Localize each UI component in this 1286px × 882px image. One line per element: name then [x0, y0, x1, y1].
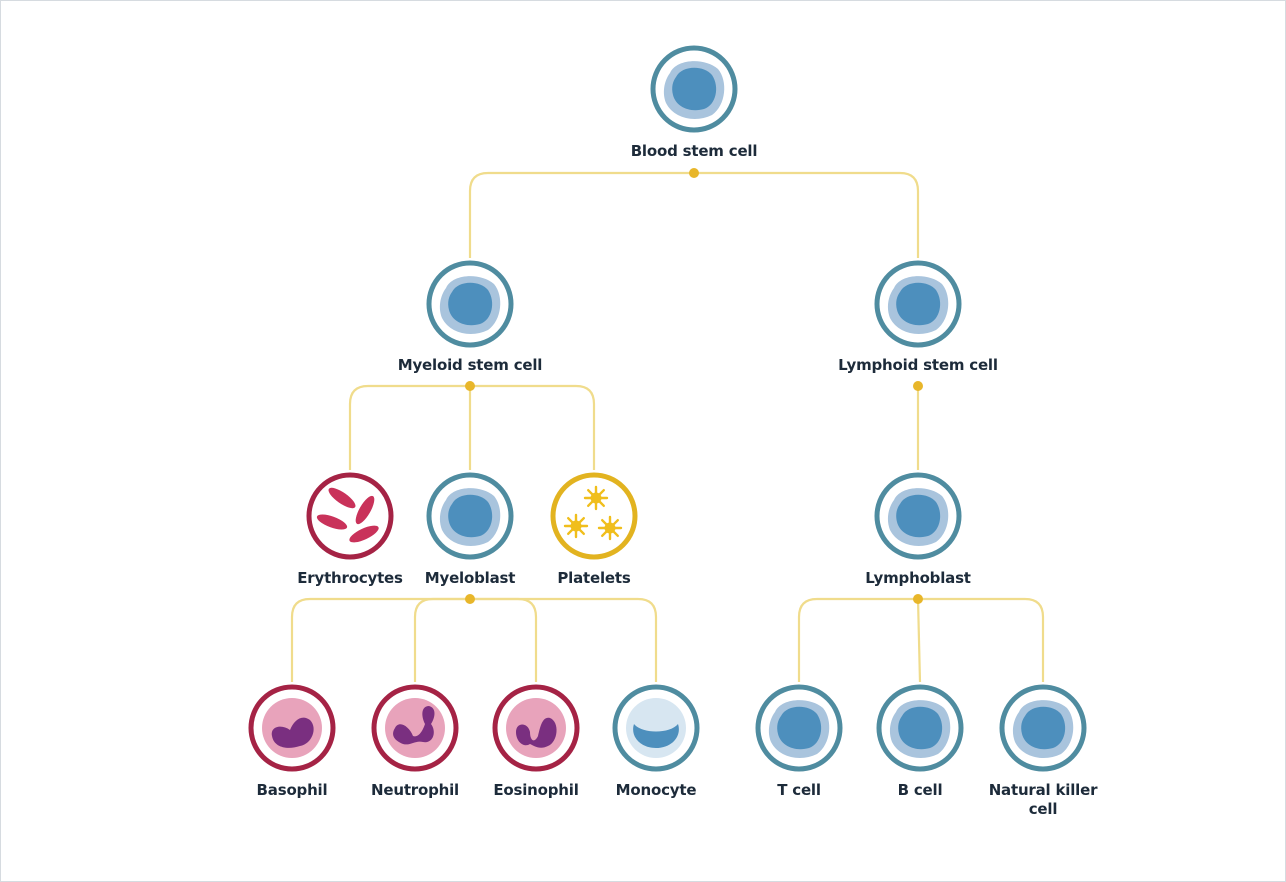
- myeloid-stem-cell-icon: [429, 263, 511, 345]
- basophil-label: Basophil: [256, 781, 328, 799]
- nk-cell-icon: [1002, 687, 1084, 769]
- eosinophil-icon: [495, 687, 577, 769]
- nucleus: [516, 717, 557, 748]
- connector-line: [918, 597, 1045, 682]
- junction-dot: [913, 594, 923, 604]
- platelet-core: [590, 492, 602, 504]
- platelet: [583, 485, 609, 511]
- connector-line: [290, 597, 470, 682]
- lymphoid-stem-cell-label: Lymphoid stem cell: [838, 356, 998, 374]
- connector-line: [470, 597, 658, 682]
- erythrocytes-icon: [306, 472, 394, 560]
- junction-dot: [689, 168, 699, 178]
- eosinophil-label: Eosinophil: [493, 781, 579, 799]
- cell-body: [758, 687, 840, 769]
- myeloid-stem-cell-label: Myeloid stem cell: [397, 356, 543, 374]
- erythrocytes-label: Erythrocytes: [297, 569, 403, 587]
- nk-cell-label: Natural killer cell: [988, 781, 1098, 818]
- lymphoid-stem-cell-icon: [877, 263, 959, 345]
- platelet: [597, 515, 623, 541]
- nucleus: [393, 706, 435, 745]
- cell-body: [653, 48, 735, 130]
- b-cell-icon: [879, 687, 961, 769]
- cell-body: [495, 687, 577, 769]
- connector-line: [468, 171, 694, 258]
- connector-lines: [290, 168, 1045, 683]
- b-cell-label: B cell: [897, 781, 943, 799]
- cell-nodes: [251, 48, 1084, 772]
- blood-stem-cell-icon: [653, 48, 735, 130]
- myeloblast-label: Myeloblast: [424, 569, 516, 587]
- nucleus: [633, 724, 679, 748]
- connector-line: [470, 384, 596, 470]
- cell-body: [1002, 687, 1084, 769]
- nucleus: [271, 717, 314, 748]
- cell-body: [877, 475, 959, 557]
- basophil-icon: [251, 687, 333, 769]
- monocyte-icon: [612, 684, 700, 772]
- cell-body: [429, 475, 511, 557]
- platelet-core: [570, 520, 582, 532]
- connector-line: [470, 597, 538, 682]
- blood-stem-cell-label: Blood stem cell: [630, 142, 758, 160]
- cell-body: [879, 687, 961, 769]
- cell-body: [374, 687, 456, 769]
- connector-line: [916, 598, 922, 683]
- platelet-core: [604, 522, 616, 534]
- junction-dot: [465, 381, 475, 391]
- platelet: [563, 513, 589, 539]
- junction-dot: [913, 381, 923, 391]
- neutrophil-label: Neutrophil: [371, 781, 459, 799]
- lymphoblast-label: Lymphoblast: [865, 569, 971, 587]
- junction-dot: [465, 594, 475, 604]
- erythrocyte: [349, 525, 379, 543]
- myeloblast-icon: [429, 475, 511, 557]
- platelets-label: Platelets: [557, 569, 631, 587]
- connector-line: [694, 171, 920, 258]
- erythrocyte: [328, 487, 356, 509]
- neutrophil-icon: [374, 687, 456, 769]
- connector-line: [797, 597, 918, 682]
- t-cell-icon: [758, 687, 840, 769]
- monocyte-label: Monocyte: [615, 781, 697, 799]
- erythrocyte: [355, 495, 375, 525]
- cell-ring: [550, 472, 638, 560]
- lymphoblast-icon: [877, 475, 959, 557]
- platelets-icon: [550, 472, 638, 560]
- cell-body: [429, 263, 511, 345]
- t-cell-label: T cell: [777, 781, 821, 799]
- cell-body: [877, 263, 959, 345]
- connector-line: [348, 384, 470, 470]
- connector-line: [413, 597, 470, 682]
- erythrocyte: [316, 514, 348, 530]
